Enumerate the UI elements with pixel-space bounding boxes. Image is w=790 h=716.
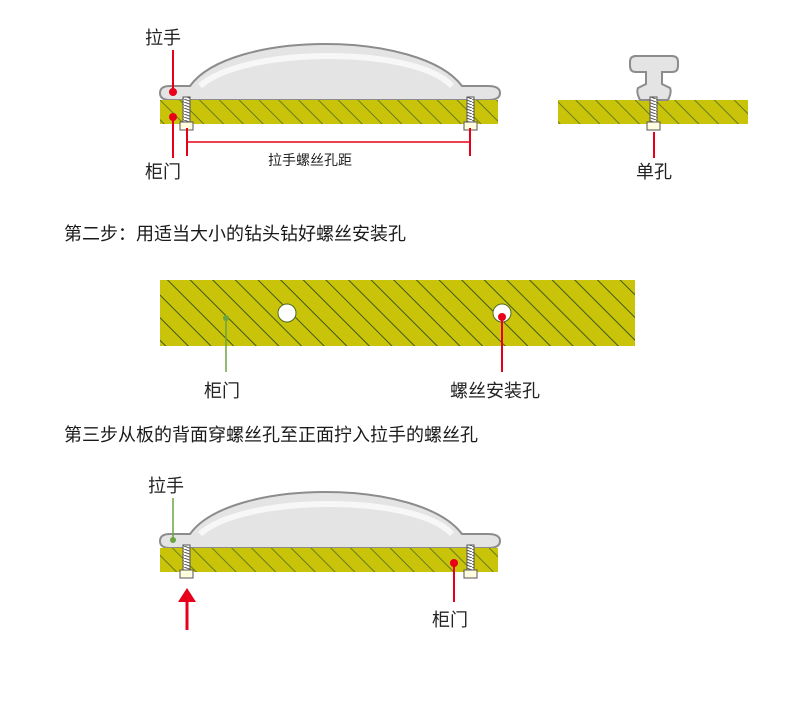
door-board-step3 (160, 548, 498, 572)
door-board-step2 (160, 280, 635, 346)
label-screw-hole: 螺丝安装孔 (450, 381, 540, 402)
knob-shape (629, 55, 679, 101)
drilled-hole-left (277, 303, 297, 323)
diagram-single-hole: 单孔 (558, 55, 748, 183)
diagram-step3-install: 拉手 柜门 (148, 476, 502, 631)
screw-right (466, 96, 475, 123)
screw-right-step3 (466, 544, 475, 571)
screw-head-right-step3 (463, 569, 478, 579)
step3-title: 第三步从板的背面穿螺丝孔至正面拧入拉手的螺丝孔 (64, 425, 478, 446)
label-handle: 拉手 (145, 28, 181, 49)
diagram-step2-drilling: 柜门 螺丝安装孔 (160, 280, 635, 402)
handle-shape-step3 (158, 491, 502, 549)
screw-head-left-step3 (179, 569, 194, 579)
marker-handle (169, 88, 177, 96)
label-door-step3: 柜门 (432, 610, 468, 631)
screw-single (649, 96, 658, 123)
step2-title: 第二步：用适当大小的钻头钻好螺丝安装孔 (64, 224, 406, 245)
label-door-step2: 柜门 (204, 381, 240, 402)
handle-shape (158, 43, 502, 101)
label-single-hole: 单孔 (636, 162, 672, 183)
screw-head-single (646, 121, 661, 131)
screw-left (182, 96, 191, 123)
insert-arrow-head (178, 588, 196, 602)
diagram-handle-two-hole: 拉手 柜门 拉手螺丝孔距 (145, 28, 502, 183)
door-board (160, 100, 498, 124)
label-door: 柜门 (145, 162, 181, 183)
label-hole-spacing: 拉手螺丝孔距 (268, 153, 352, 169)
label-handle-step3: 拉手 (148, 476, 184, 497)
screw-left-step3 (182, 544, 191, 571)
